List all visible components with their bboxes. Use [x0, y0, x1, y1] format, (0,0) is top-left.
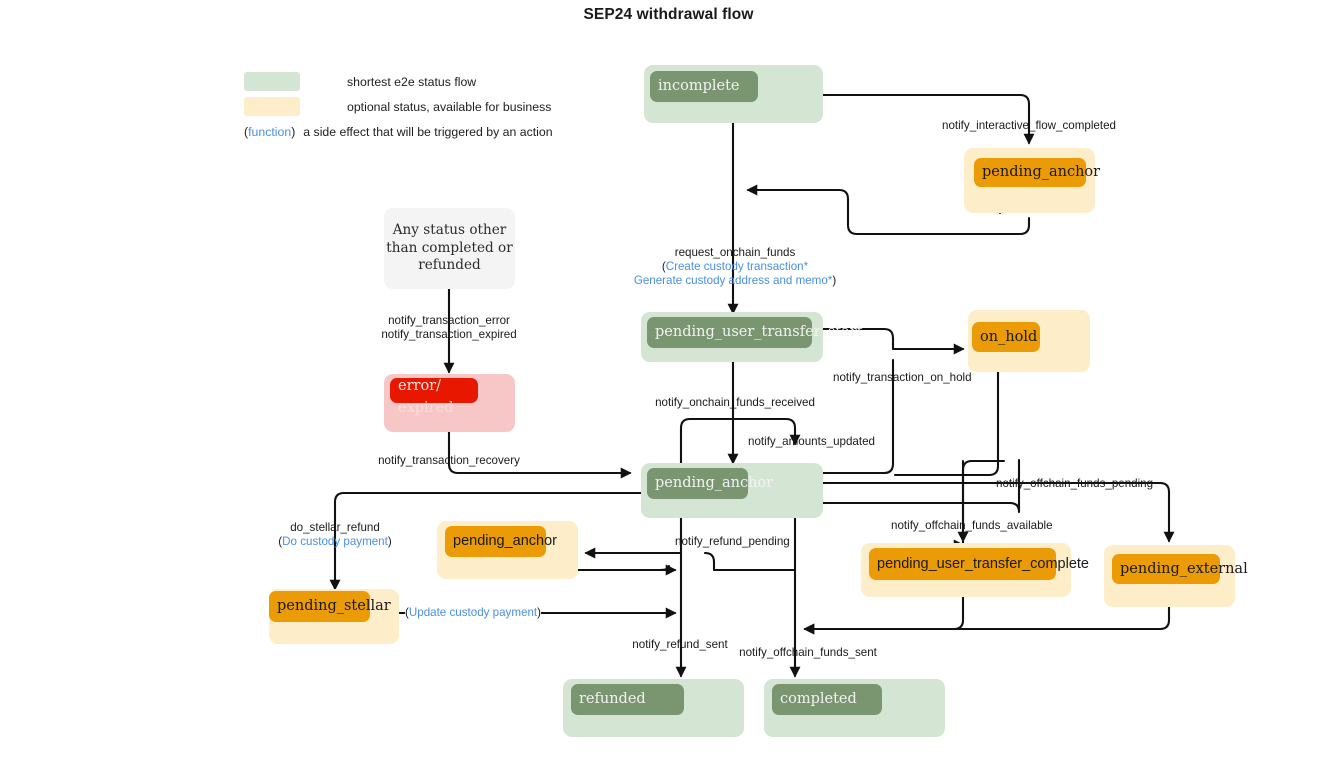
node-on-hold-label: on_hold	[980, 328, 1038, 345]
legend-label-green: shortest e2e status flow	[347, 74, 477, 89]
node-completed-inner: completed	[772, 684, 882, 715]
paren-open: (	[661, 260, 666, 273]
node-pending-anchor-refund[interactable]: pending_anchor	[437, 521, 578, 579]
node-pending-anchor-refund-inner: pending_anchor	[445, 526, 557, 557]
node-refunded[interactable]: refunded	[563, 679, 744, 737]
edge-label-notify-transaction-recovery: notify_transaction_recovery	[378, 454, 520, 467]
node-pending-anchor-center[interactable]: pending_anchor	[641, 463, 823, 518]
legend-paren-close: )	[291, 125, 296, 139]
edge-label-do-stellar-refund-line2: (Do custody payment)	[278, 535, 391, 549]
legend-item-green: shortest e2e status flow	[244, 72, 476, 91]
legend-swatch-green	[244, 72, 300, 91]
node-pending-user-transfer-complete[interactable]: pending_user_transfer_complete	[861, 543, 1089, 597]
edge-label-do-stellar-refund-line1: do_stellar_refund	[290, 521, 380, 534]
edge-label-request-onchain-funds: request_onchain_funds (Create custody tr…	[634, 246, 836, 288]
node-expired-label: expired	[398, 400, 454, 416]
node-pending-external-inner: pending_external	[1112, 554, 1248, 584]
paren-open-3: (	[405, 606, 409, 619]
fn-generate-custody-address: Generate custody address and memo*	[633, 274, 833, 287]
paren-close-2: )	[387, 535, 392, 548]
node-incomplete-label: incomplete	[658, 78, 740, 95]
node-pending-external-label: pending_external	[1120, 560, 1248, 577]
node-error-expired[interactable]: error/ expired	[384, 374, 515, 432]
node-on-hold[interactable]: on_hold	[968, 310, 1090, 372]
node-any-status-note-text: Any status other than completed or refun…	[386, 222, 512, 275]
legend-function-text: a side effect that will be triggered by …	[303, 125, 553, 139]
edge-label-notify-offchain-funds-sent: notify_offchain_funds_sent	[739, 646, 877, 659]
edge-label-do-stellar-refund: do_stellar_refund (Do custody payment)	[278, 521, 391, 549]
legend-paren-open: (	[244, 125, 249, 139]
node-on-hold-inner: on_hold	[972, 322, 1040, 352]
node-completed[interactable]: completed	[764, 679, 945, 737]
edge-label-notify-transaction-error-expired: notify_transaction_error notify_transact…	[381, 314, 516, 342]
edge-label-notify-offchain-funds-pending: notify_offchain_funds_pending	[996, 477, 1154, 490]
paren-close-3: )	[537, 606, 542, 619]
node-pending-anchor-center-inner: pending_anchor	[647, 468, 773, 499]
node-pending-user-transfer-start[interactable]: pending_user_transfer_start	[641, 312, 863, 362]
edge-label-notify-interactive-flow-completed: notify_interactive_flow_completed	[941, 119, 1117, 132]
node-pending-user-transfer-complete-label: pending_user_transfer_complete	[877, 555, 1089, 572]
edge-label-notify-offchain-funds-available: notify_offchain_funds_available	[891, 519, 1053, 532]
edge-label-notify-transaction-on-hold: notify_transaction_on_hold	[833, 371, 972, 384]
node-pending-anchor-top[interactable]: pending_anchor	[964, 148, 1100, 213]
fn-create-custody-transaction: Create custody transaction*	[665, 260, 809, 273]
edge-label-notify-transaction-expired: notify_transaction_expired	[381, 328, 517, 341]
node-pending-anchor-top-inner: pending_anchor	[974, 158, 1100, 187]
node-pending-stellar-label: pending_stellar	[277, 598, 391, 615]
node-pending-user-transfer-start-inner: pending_user_transfer_start	[647, 317, 863, 348]
edge-label-notify-refund-sent: notify_refund_sent	[632, 638, 728, 651]
paren-open-2: (	[278, 535, 283, 548]
legend-item-yellow: optional status, available for business	[244, 97, 551, 116]
edge-label-update-custody-payment: (Update custody payment)	[405, 606, 542, 620]
node-pending-user-transfer-start-label: pending_user_transfer_start	[655, 324, 863, 341]
legend-function-word: function	[248, 125, 292, 139]
node-pending-external[interactable]: pending_external	[1104, 545, 1248, 607]
note-line-3: refunded	[418, 257, 481, 274]
node-error-label: error/	[398, 378, 441, 394]
edge-label-request-onchain-funds-line3: Generate custody address and memo*)	[634, 274, 836, 288]
edge-label-notify-transaction-error: notify_transaction_error	[388, 314, 510, 327]
node-pending-stellar-inner: pending_stellar	[269, 591, 391, 622]
node-refunded-inner: refunded	[571, 684, 684, 715]
legend-item-function: (function) a side effect that will be tri…	[244, 125, 553, 139]
edge-label-request-onchain-funds-line1: request_onchain_funds	[674, 246, 796, 259]
node-incomplete-inner: incomplete	[650, 71, 758, 102]
page-title: SEP24 withdrawal flow	[583, 6, 754, 23]
paren-close: )	[832, 274, 837, 287]
node-pending-anchor-refund-label: pending_anchor	[453, 533, 558, 550]
note-line-2: than completed or	[386, 239, 513, 256]
node-pending-user-transfer-complete-inner: pending_user_transfer_complete	[869, 548, 1089, 580]
fn-do-custody-payment: Do custody payment	[282, 535, 388, 548]
edge-label-notify-onchain-funds-received: notify_onchain_funds_received	[655, 396, 815, 409]
edge-label-notify-amounts-updated: notify_amounts_updated	[748, 435, 875, 448]
node-pending-anchor-top-label: pending_anchor	[982, 164, 1101, 181]
node-completed-label: completed	[780, 691, 857, 708]
node-refunded-label: refunded	[579, 691, 646, 708]
node-error-expired-inner: error/	[390, 378, 478, 403]
node-any-status-note: Any status other than completed or refun…	[384, 208, 515, 289]
edge-label-notify-refund-pending: notify_refund_pending	[675, 535, 790, 548]
edge-label-request-onchain-funds-line2: (Create custody transaction*	[634, 260, 836, 274]
node-incomplete[interactable]: incomplete	[644, 65, 823, 123]
legend-swatch-yellow	[244, 97, 300, 116]
note-line-1: Any status other	[392, 222, 507, 239]
node-pending-anchor-center-label: pending_anchor	[655, 475, 774, 492]
legend-label-yellow: optional status, available for business	[347, 99, 552, 114]
fn-update-custody-payment: Update custody payment	[408, 606, 538, 619]
node-pending-stellar[interactable]: pending_stellar	[269, 589, 399, 644]
